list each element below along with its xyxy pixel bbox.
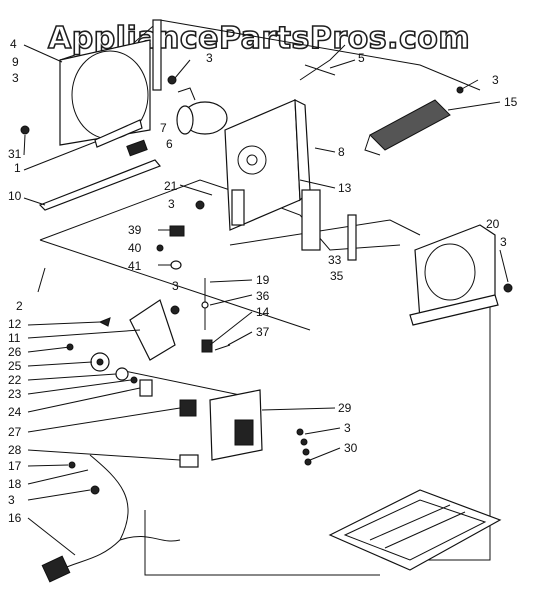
part-19-37-rods [201,278,231,353]
callout-33: 33 [328,253,342,267]
callout-3: 3 [172,279,179,293]
part-13-bulkhead [224,99,311,231]
callout-22: 22 [8,373,22,387]
callout-18: 18 [8,477,22,491]
callout-30: 30 [344,441,358,455]
part-28-connector [179,454,199,468]
callout-7: 7 [160,121,167,135]
assembly-outline-lines [39,19,491,576]
part-25-24-knobs [90,352,153,397]
callout-3: 3 [500,235,507,249]
callout-35: 35 [330,269,344,283]
part-29-control-panel [209,389,263,461]
part-11-12-control-bracket [98,299,176,361]
part-27-switch [179,399,197,417]
callout-15: 15 [504,95,518,109]
callout-3: 3 [492,73,499,87]
callout-24: 24 [8,405,22,419]
callout-21: 21 [164,179,178,193]
callout-13: 13 [338,181,352,195]
part-5-rod [304,64,336,76]
callout-3: 3 [206,51,213,65]
part-15-grille [364,99,451,156]
callout-29: 29 [338,401,352,415]
callout-39: 39 [128,223,142,237]
callout-2: 2 [16,299,23,313]
callout-17: 17 [8,459,22,473]
leader-lines [23,44,509,556]
callout-26: 26 [8,345,22,359]
part-7-bracket [152,19,162,91]
callout-27: 27 [8,425,22,439]
callout-1: 1 [14,161,21,175]
callout-40: 40 [128,241,142,255]
callout-23: 23 [8,387,22,401]
part-16-power-cord [41,454,181,583]
callout-10: 10 [8,189,22,203]
base-pan [328,489,502,571]
screws [20,75,513,495]
callout-28: 28 [8,443,22,457]
part-33-panel [301,189,321,251]
part-1-10-rails [38,119,161,211]
callout-31: 31 [8,147,22,161]
callout-9: 9 [12,55,19,69]
callout-41: 41 [128,259,142,273]
part-2-clip [37,267,46,293]
callout-20: 20 [486,217,500,231]
callout-12: 12 [8,317,22,331]
callout-16: 16 [8,511,22,525]
callout-36: 36 [256,289,270,303]
part-35-bracket [347,214,357,261]
callout-25: 25 [8,359,22,373]
part-6-capacitor [176,87,228,135]
callout-14: 14 [256,305,270,319]
callout-37: 37 [256,325,270,339]
callout-3: 3 [8,493,15,507]
callout-3: 3 [12,71,19,85]
callout-19: 19 [256,273,270,287]
callout-6: 6 [166,137,173,151]
callout-5: 5 [358,51,365,65]
callout-3: 3 [168,197,175,211]
callout-4: 4 [10,37,17,51]
part-20-condenser-shroud [409,224,499,326]
callout-3: 3 [344,421,351,435]
part-39-41-fasteners [156,225,185,270]
callout-11: 11 [8,331,21,345]
callout-8: 8 [338,145,345,159]
